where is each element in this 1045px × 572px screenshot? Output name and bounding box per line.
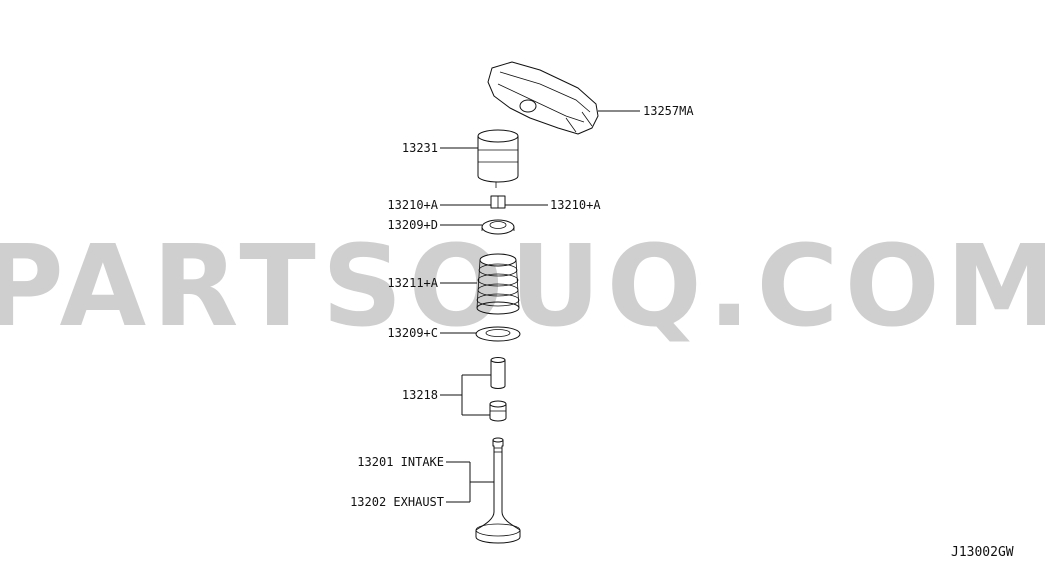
callout-spring: 13211+A [387, 276, 438, 290]
valve-stem-seal-part[interactable] [489, 400, 507, 422]
spring-seat-part[interactable] [475, 326, 521, 342]
callout-valve-exhaust: 13202 EXHAUST [350, 495, 444, 509]
spring-retainer-part[interactable] [481, 219, 515, 235]
watermark: PARTSOUQ.COM [0, 222, 1045, 352]
callout-collet-right: 13210+A [550, 198, 601, 212]
callout-retainer: 13209+D [387, 218, 438, 232]
callout-guide-seal: 13218 [401, 388, 438, 402]
callout-collet-left: 13210+A [387, 198, 438, 212]
rocker-arm-part[interactable] [487, 61, 599, 135]
diagram-code: J13002GW [951, 545, 1014, 560]
valve-guide-part[interactable] [490, 357, 506, 389]
valve-lifter-part[interactable] [477, 129, 519, 188]
callout-rocker-arm: 13257MA [643, 104, 694, 118]
callout-lifter: 13231 [401, 141, 438, 155]
callout-valve-intake: 13201 INTAKE [357, 455, 444, 469]
valve-spring-part[interactable] [476, 253, 520, 315]
callout-seat: 13209+C [387, 326, 438, 340]
valve-part[interactable] [475, 437, 521, 544]
valve-collet-part[interactable] [490, 195, 506, 209]
